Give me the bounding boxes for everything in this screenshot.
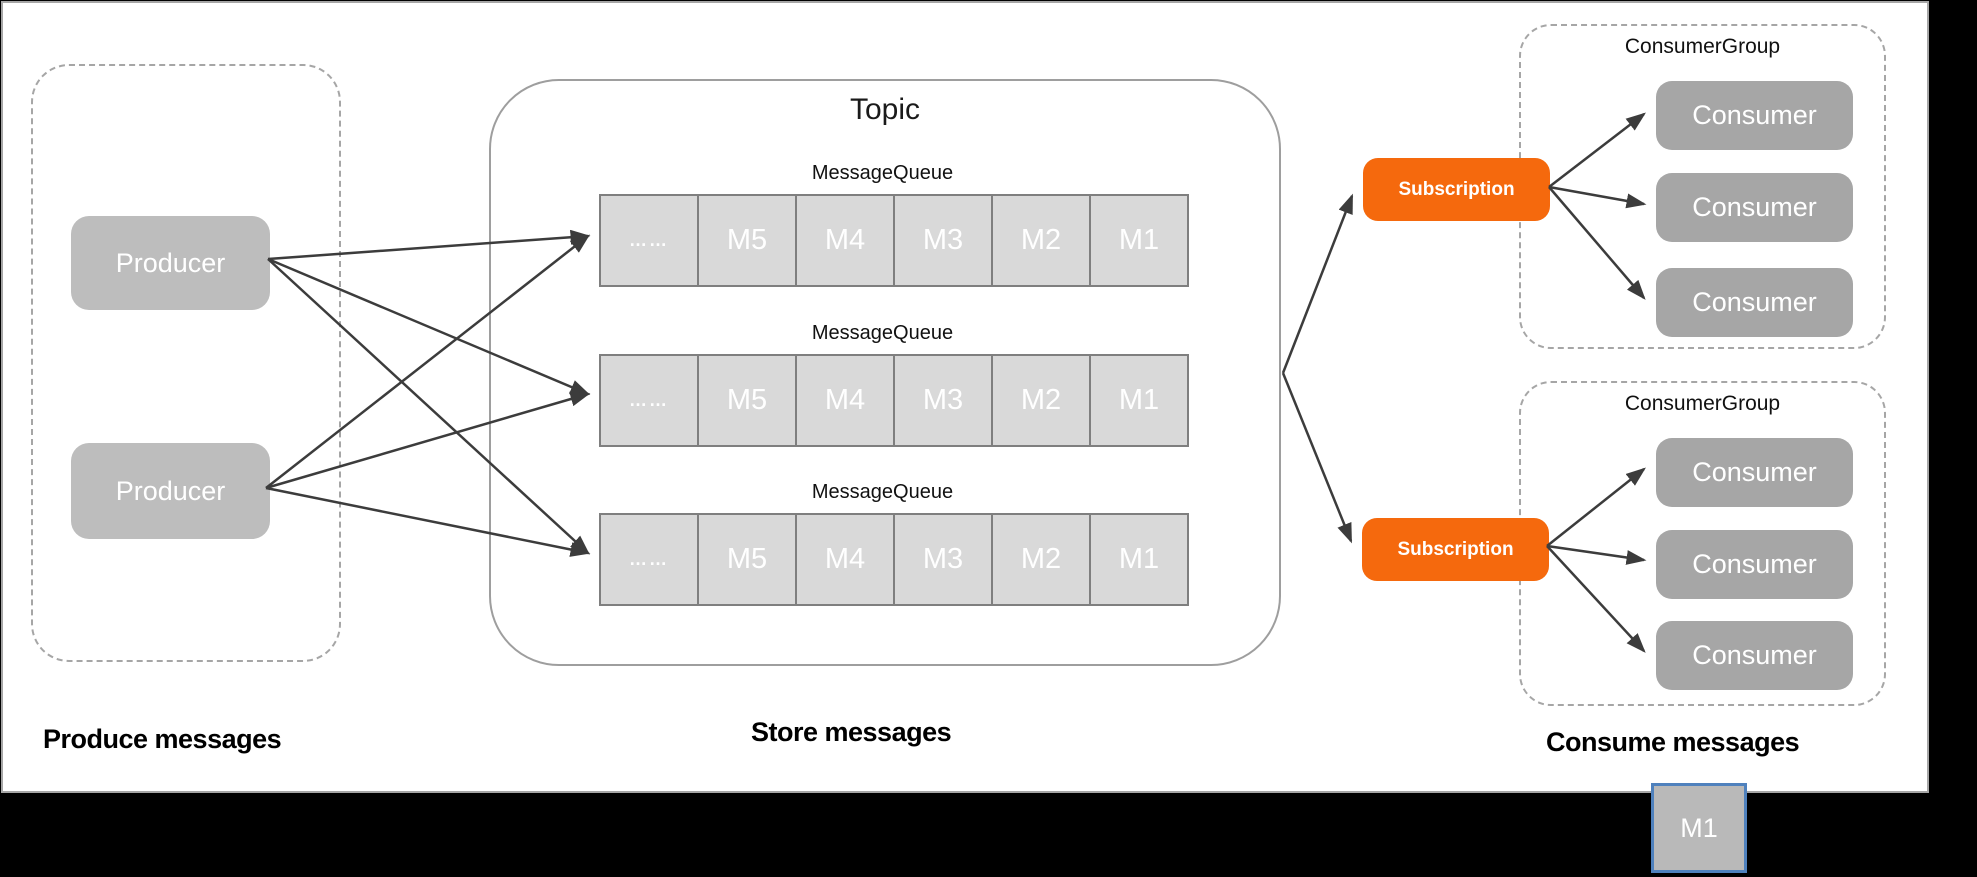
consumer-box-1a: Consumer — [1656, 81, 1853, 150]
consumer-label: Consumer — [1692, 549, 1817, 579]
queue-cell-m5: M5 — [697, 354, 797, 447]
consumer-label: Consumer — [1692, 192, 1817, 222]
consumer-label: Consumer — [1692, 457, 1817, 487]
queue-cell-m5: M5 — [697, 194, 797, 287]
queue-cell-m4: M4 — [795, 354, 895, 447]
topic-title: Topic — [849, 93, 921, 126]
stray-message-label: M1 — [1680, 812, 1718, 843]
queue-cell-m3: M3 — [893, 194, 993, 287]
producer-box-1: Producer — [71, 216, 270, 310]
subscription-label: Subscription — [1397, 538, 1514, 560]
queue-cell-dots: …… — [599, 513, 699, 606]
consumer-group-label-2: ConsumerGroup — [1624, 392, 1781, 415]
message-queue-3: …… M5 M4 M3 M2 M1 — [599, 513, 1189, 606]
subscription-box-2: Subscription — [1362, 518, 1549, 581]
produce-section-label: Produce messages — [43, 724, 282, 754]
consumer-label: Consumer — [1692, 640, 1817, 670]
subscription-box-1: Subscription — [1363, 158, 1550, 221]
consumer-label: Consumer — [1692, 100, 1817, 130]
queue-cell-m4: M4 — [795, 513, 895, 606]
queue-label-3: MessageQueue — [811, 481, 954, 503]
queue-cell-m3: M3 — [893, 513, 993, 606]
producer-label: Producer — [115, 475, 226, 506]
queue-label-2: MessageQueue — [811, 322, 954, 344]
consume-section-label: Consume messages — [1546, 727, 1800, 757]
producers-group-box — [31, 64, 341, 662]
message-queue-1: …… M5 M4 M3 M2 M1 — [599, 194, 1189, 287]
queue-cell-m2: M2 — [991, 354, 1091, 447]
consumer-box-1c: Consumer — [1656, 268, 1853, 337]
queue-cell-m2: M2 — [991, 194, 1091, 287]
queue-cell-dots: …… — [599, 194, 699, 287]
queue-cell-m2: M2 — [991, 513, 1091, 606]
queue-cell-m3: M3 — [893, 354, 993, 447]
producer-box-2: Producer — [71, 443, 270, 539]
consumer-box-2c: Consumer — [1656, 621, 1853, 690]
consumer-label: Consumer — [1692, 287, 1817, 317]
stray-message-box: M1 — [1651, 783, 1747, 873]
consumer-box-2b: Consumer — [1656, 530, 1853, 599]
subscription-label: Subscription — [1398, 178, 1515, 200]
queue-cell-dots: …… — [599, 354, 699, 447]
queue-cell-m1: M1 — [1089, 513, 1189, 606]
producer-label: Producer — [115, 247, 226, 278]
diagram-canvas: Producer Producer Topic MessageQueue …… … — [1, 1, 1929, 793]
queue-label-1: MessageQueue — [811, 162, 954, 184]
queue-cell-m5: M5 — [697, 513, 797, 606]
message-queue-2: …… M5 M4 M3 M2 M1 — [599, 354, 1189, 447]
queue-cell-m1: M1 — [1089, 194, 1189, 287]
consumer-box-1b: Consumer — [1656, 173, 1853, 242]
queue-cell-m1: M1 — [1089, 354, 1189, 447]
consumer-box-2a: Consumer — [1656, 438, 1853, 507]
store-section-label: Store messages — [751, 717, 952, 747]
consumer-group-label-1: ConsumerGroup — [1624, 35, 1781, 58]
queue-cell-m4: M4 — [795, 194, 895, 287]
